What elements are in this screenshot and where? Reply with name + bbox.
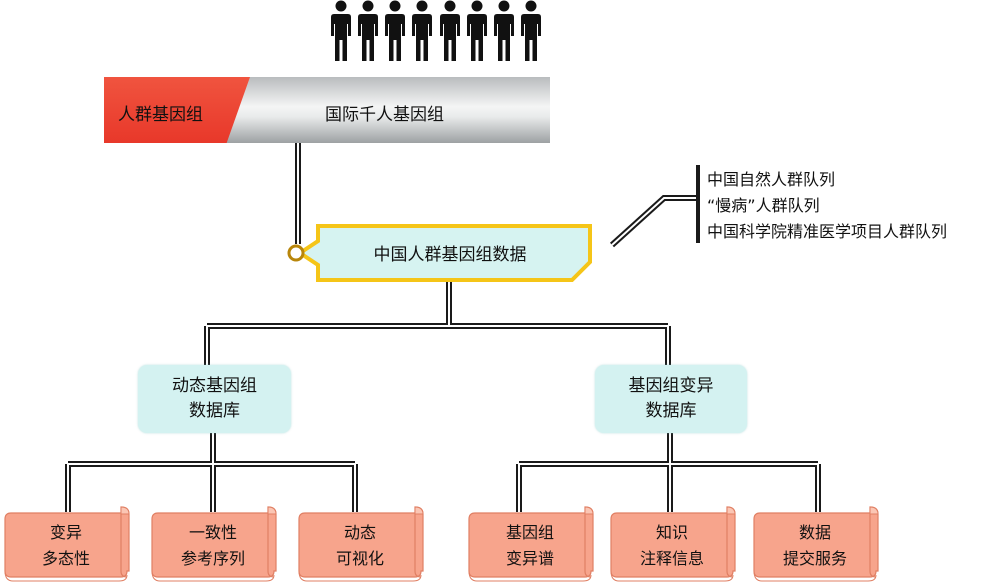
database-box-line: 数据库 — [189, 401, 240, 421]
leaf-line: 基因组 — [505, 523, 554, 542]
leaf-box-data-submission: 数据 提交服务 — [752, 505, 883, 585]
cohort-item: 中国自然人群队列 — [707, 170, 836, 189]
database-box-line: 基因组变异 — [628, 376, 714, 396]
cohort-item: 中国科学院精准医学项目人群队列 — [707, 222, 948, 241]
leaf-line: 参考序列 — [180, 549, 245, 568]
person-icon — [493, 0, 514, 61]
leaf-line: 一致性 — [188, 523, 237, 542]
scroll-shape — [4, 506, 130, 582]
scroll-shape — [753, 506, 879, 582]
person-icon — [412, 0, 433, 61]
person-icon — [439, 0, 460, 61]
leaf-line: 提交服务 — [782, 549, 847, 568]
banner-left-label: 人群基因组 — [118, 105, 203, 125]
person-icon — [385, 0, 406, 61]
person-icon — [520, 0, 541, 61]
central-data-label: 中国人群基因组数据 — [373, 245, 527, 265]
person-icon — [358, 0, 379, 61]
leaf-box-genome-variation-spectrum: 基因组 变异谱 — [467, 505, 598, 585]
leaf-line: 可视化 — [335, 549, 384, 568]
database-box-dynamic-genome: 动态基因组 数据库 — [138, 365, 291, 433]
leaf-line: 动态 — [343, 523, 376, 542]
leaf-box-consensus-reference: 一致性 参考序列 — [150, 505, 281, 585]
leaf-box-dynamic-visualization: 动态 可视化 — [297, 505, 428, 585]
leaf-box-knowledge-annotation: 知识 注释信息 — [609, 505, 740, 585]
leaf-line: 变异 — [49, 523, 82, 542]
scroll-shape — [298, 506, 424, 582]
database-box-line: 动态基因组 — [172, 376, 257, 396]
database-box-genome-variation: 基因组变异 数据库 — [595, 365, 747, 433]
cohort-item: “慢病”人群队列 — [707, 196, 820, 215]
banner-red-segment — [104, 77, 250, 143]
leaf-line: 变异谱 — [505, 549, 554, 568]
banner-right-label: 国际千人基因组 — [325, 105, 444, 125]
leaf-line: 多态性 — [41, 549, 90, 568]
scroll-shape — [151, 506, 277, 582]
leaf-line: 注释信息 — [639, 549, 704, 568]
central-data-box — [287, 224, 592, 282]
leaf-line: 知识 — [655, 523, 688, 542]
scroll-shape — [468, 506, 594, 582]
leaf-line: 数据 — [798, 523, 831, 542]
people-icons-row — [330, 0, 542, 64]
scroll-shape — [610, 506, 736, 582]
person-icon — [466, 0, 487, 61]
leaf-box-variation-polymorphism: 变异 多态性 — [3, 505, 134, 585]
person-icon — [331, 0, 351, 61]
database-box-line: 数据库 — [645, 401, 697, 421]
